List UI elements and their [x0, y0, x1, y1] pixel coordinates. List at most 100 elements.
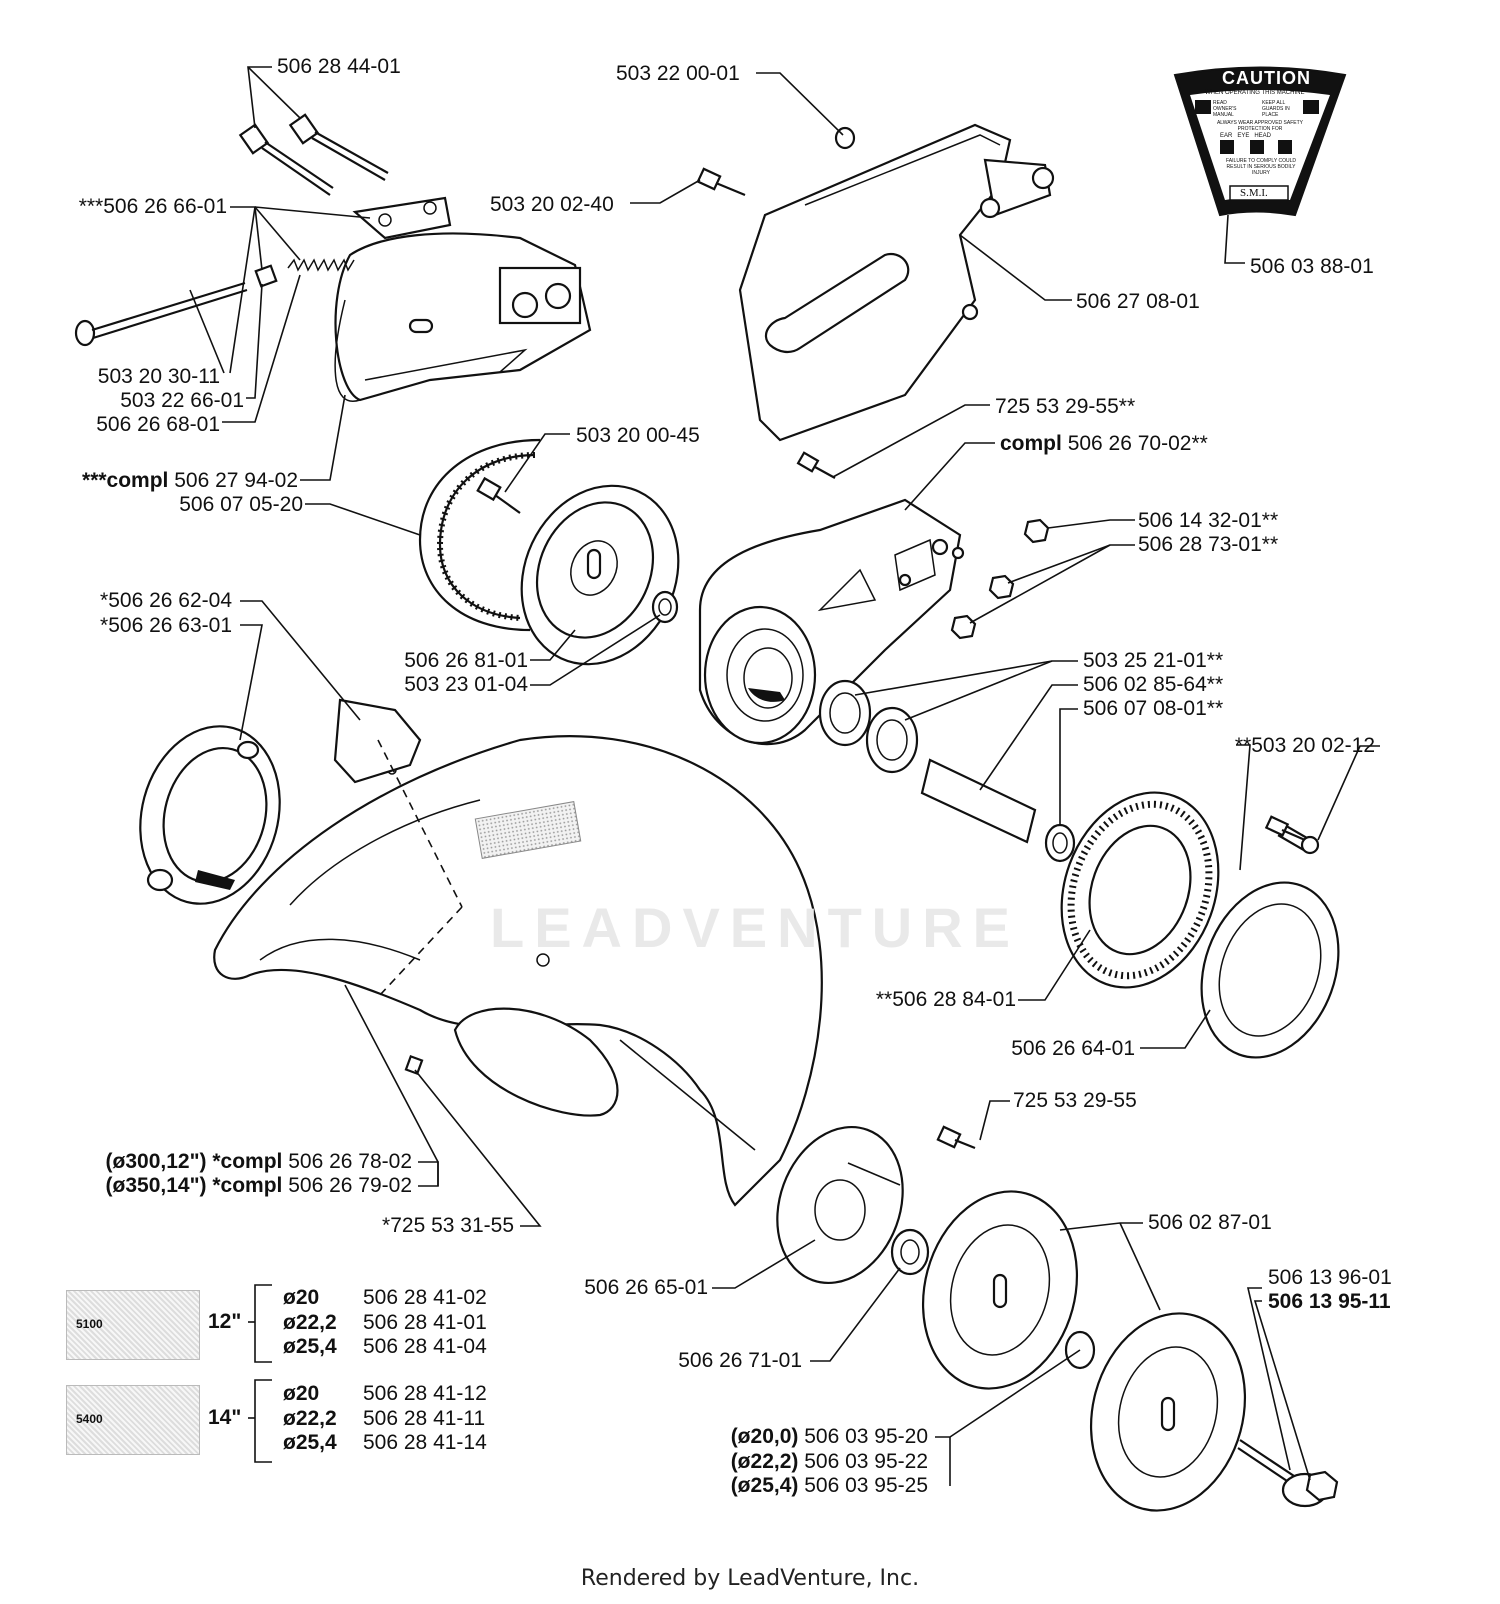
decal-table-14: ø20 506 28 41-12 ø22,2 506 28 41-11 ø25,4 5… [283, 1382, 487, 1456]
label-506-07-08-01: 506 07 08-01** [1083, 697, 1224, 720]
decal-dia: ø22,2 [283, 1406, 337, 1430]
label-506-02-85-64: 506 02 85-64** [1083, 673, 1224, 696]
label-506-27-08-01: 506 27 08-01 [1076, 290, 1200, 313]
label-506-26-70-02-part: 506 26 70-02** [1067, 432, 1208, 455]
label-506-03-95-25-part: 506 03 95-25 [804, 1474, 928, 1497]
leader-lines [189, 66, 1380, 1486]
decal-row: ø20 506 28 41-02 [283, 1286, 487, 1311]
watermark: LEADVENTURE [490, 896, 1021, 959]
decal-size-14: 14" [208, 1406, 242, 1429]
caution-decal-shape [1173, 66, 1347, 217]
caution-wear: ALWAYS WEAR APPROVED SAFETY PROTECTION F… [1216, 120, 1304, 132]
label-506-03-95-22-prefix: (ø22,2) [730, 1450, 799, 1473]
label-506-28-44-01: 506 28 44-01 [277, 55, 401, 78]
label-503-20-02-40: 503 20 02-40 [490, 193, 614, 216]
label-506-26-68-01: 506 26 68-01 [96, 413, 220, 436]
label-506-28-73-01: 506 28 73-01** [1138, 533, 1279, 556]
decal-row: ø22,2 506 28 41-11 [283, 1407, 487, 1432]
decal-thumbnail-14-text: 5400 [76, 1412, 103, 1426]
label-506-13-96-01: 506 13 96-01 [1268, 1266, 1392, 1289]
decal-row: ø25,4 506 28 41-14 [283, 1431, 487, 1456]
label-506-27-94-02: ***compl 506 27 94-02 [82, 469, 298, 493]
label-506-26-78-02-part: 506 26 78-02 [288, 1150, 412, 1173]
drive-washer-part [1060, 791, 1340, 1059]
label-506-26-63-01: *506 26 63-01 [100, 614, 232, 637]
label-506-03-95-22: (ø22,2) 506 03 95-22 [731, 1450, 928, 1474]
label-506-26-66-01: ***506 26 66-01 [78, 195, 227, 218]
decal-dia: ø20 [283, 1382, 320, 1405]
label-506-03-95-25-prefix: (ø25,4) [730, 1474, 799, 1497]
arm-housing-part [698, 451, 1050, 746]
decal-dia: ø20 [283, 1286, 320, 1309]
label-503-25-21-01: 503 25 21-01** [1083, 649, 1224, 672]
decal-row: ø22,2 506 28 41-01 [283, 1311, 487, 1336]
belt-guard-part [334, 196, 592, 403]
label-506-02-87-01: 506 02 87-01 [1148, 1211, 1272, 1234]
decal-part: 506 28 41-12 [363, 1382, 487, 1405]
decal-row: ø20 506 28 41-12 [283, 1382, 487, 1407]
label-506-27-94-02-prefix: ***compl [82, 469, 169, 492]
label-725-53-29-55-top: 725 53 29-55** [995, 395, 1136, 418]
decal-dia: ø22,2 [283, 1310, 337, 1334]
label-506-03-95-20-part: 506 03 95-20 [804, 1425, 928, 1448]
caution-heading: CAUTION [1222, 68, 1311, 88]
label-506-07-05-20: 506 07 05-20 [179, 493, 303, 516]
label-503-20-30-11: 503 20 30-11 [97, 365, 220, 388]
label-506-26-79-02: (ø350,14") *compl 506 26 79-02 [106, 1174, 412, 1198]
decal-size-12: 12" [208, 1310, 242, 1333]
label-506-26-71-01: 506 26 71-01 [678, 1349, 802, 1372]
label-506-26-78-02: (ø300,12") *compl 506 26 78-02 [106, 1150, 412, 1174]
label-506-28-84-01: **506 28 84-01 [875, 988, 1016, 1011]
decal-part: 506 28 41-04 [363, 1335, 487, 1358]
cutter-arm-part [696, 123, 1055, 442]
decal-thumbnail-12: 5100 [66, 1290, 200, 1360]
caution-guards: KEEP ALL GUARDS IN PLACE [1262, 100, 1290, 118]
label-506-26-79-02-prefix: (ø350,14") *compl [105, 1174, 283, 1197]
label-506-26-65-01: 506 26 65-01 [584, 1276, 708, 1299]
label-506-03-88-01: 506 03 88-01 [1250, 255, 1374, 278]
caution-line1: WHEN OPERATING THIS MACHINE [1205, 90, 1305, 96]
caution-ear-eye-head: EAR EYE HEAD [1220, 133, 1272, 139]
label-503-23-01-04: 503 23 01-04 [404, 673, 528, 696]
label-506-26-64-01: 506 26 64-01 [1011, 1037, 1135, 1060]
decal-row: ø25,4 506 28 41-04 [283, 1335, 487, 1360]
decal-part: 506 28 41-11 [363, 1406, 486, 1430]
decal-dia: ø25,4 [283, 1431, 337, 1454]
long-bolts-part [238, 113, 389, 196]
label-506-26-79-02-part: 506 26 79-02 [288, 1174, 412, 1197]
decal-part: 506 28 41-01 [363, 1310, 487, 1334]
caution-read: READ OWNER'S MANUAL [1213, 100, 1237, 118]
pulley-part [476, 476, 680, 666]
decal-table-12: ø20 506 28 41-02 ø22,2 506 28 41-01 ø25,4 5… [283, 1286, 487, 1360]
bearings-part [818, 679, 1076, 863]
blade-guard-part [213, 698, 823, 1207]
decal-thumbnail-14: 5400 [66, 1385, 200, 1455]
label-503-20-02-12: **503 20 02-12 [1234, 734, 1375, 757]
guard-ring-part [139, 725, 281, 905]
decal-dia: ø25,4 [283, 1335, 337, 1358]
tension-screw-part [74, 258, 355, 347]
drive-belt-part [418, 438, 541, 632]
label-503-20-00-45: 503 20 00-45 [576, 424, 700, 447]
label-506-26-81-01: 506 26 81-01 [404, 649, 528, 672]
label-506-26-62-04: *506 26 62-04 [100, 589, 232, 612]
label-506-26-70-02-prefix: compl [1000, 432, 1062, 455]
decal-thumbnail-12-text: 5100 [76, 1317, 103, 1331]
label-503-22-66-01: 503 22 66-01 [120, 389, 244, 412]
label-506-13-95-11: 506 13 95-11 [1268, 1290, 1391, 1313]
caution-failure: FAILURE TO COMPLY COULD RESULT IN SERIOU… [1226, 158, 1296, 176]
label-506-03-95-20: (ø20,0) 506 03 95-20 [731, 1425, 928, 1449]
decal-part: 506 28 41-02 [363, 1286, 487, 1309]
label-506-03-95-22-part: 506 03 95-22 [804, 1450, 928, 1473]
label-506-27-94-02-part: 506 27 94-02 [174, 469, 298, 492]
decal-brackets [248, 1284, 272, 1463]
decal-part: 506 28 41-14 [363, 1431, 487, 1454]
label-503-22-00-01: 503 22 00-01 [616, 62, 740, 85]
label-725-53-31-55: *725 53 31-55 [382, 1214, 514, 1237]
footer-credit: Rendered by LeadVenture, Inc. [580, 1566, 920, 1591]
label-506-03-95-20-prefix: (ø20,0) [730, 1425, 799, 1448]
label-506-26-70-02: compl 506 26 70-02** [1000, 432, 1208, 456]
label-506-03-95-25: (ø25,4) 506 03 95-25 [731, 1474, 928, 1498]
caution-brand: S.M.I. [1240, 187, 1268, 199]
